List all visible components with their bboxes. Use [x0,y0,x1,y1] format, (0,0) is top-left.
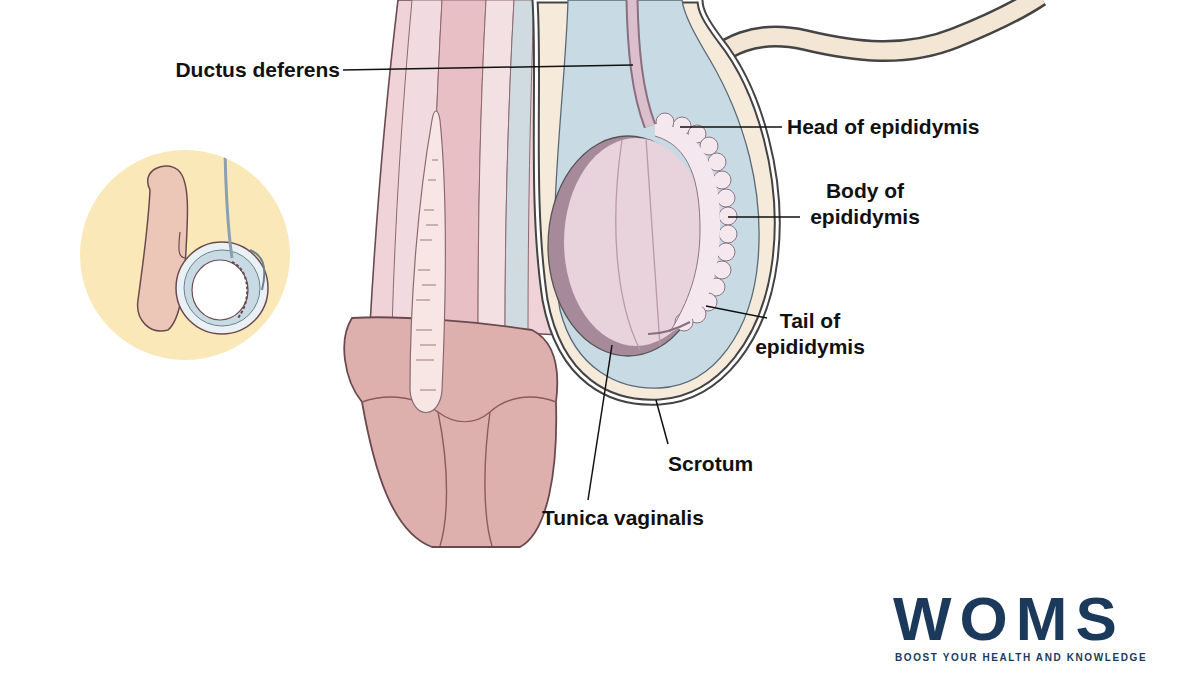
penis-drawing [344,0,560,547]
inset-testis [192,260,248,320]
inset-scrotum [176,242,268,334]
watermark-tagline: BOOST YOUR HEALTH AND KNOWLEDGE [895,652,1147,664]
part-label: Body of epididymis [790,178,940,230]
ductus-deferens-tube [632,0,650,126]
glans [344,317,557,547]
leader-lines [343,65,800,500]
part-label: Tail of epididymis [740,308,880,360]
part-label: Scrotum [668,451,753,477]
inset-circle [80,150,290,360]
spermatic-cord [700,0,1040,78]
inset-sketch [80,150,290,360]
scrotum-drawing [535,0,777,402]
part-label: Ductus deferens [140,57,340,83]
spongy-tissue [410,111,446,413]
part-label: Tunica vaginalis [542,505,704,531]
part-label: Head of epididymis [787,114,980,140]
epididymis [656,113,737,331]
watermark-logo: WOMS [893,588,1125,650]
